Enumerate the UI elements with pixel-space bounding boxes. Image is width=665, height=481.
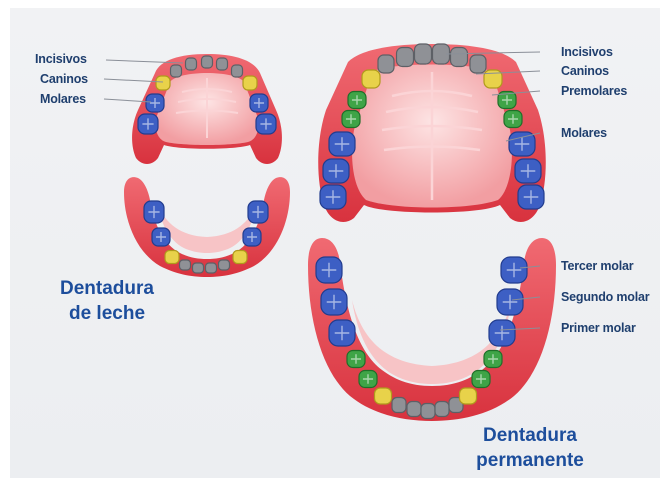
title-primary-line1: Dentadura: [42, 276, 172, 301]
permanent-lower-canine-tooth-6: [375, 388, 392, 404]
primary-lower-gum: [124, 177, 290, 277]
primary-lower-incisor-tooth-5: [193, 263, 204, 273]
primary-upper-incisor-tooth-6: [202, 56, 213, 68]
title-permanent: Dentadura permanente: [470, 423, 590, 473]
label-primer-molar: Primer molar: [561, 321, 636, 335]
title-primary: Dentadura de leche: [42, 276, 172, 326]
permanent-upper-canine-tooth-6: [362, 70, 380, 88]
permanent-lower-incisor-tooth-8: [407, 402, 421, 417]
label-primary-caninos: Caninos: [40, 72, 88, 86]
primary-lower-incisor-tooth-4: [180, 260, 191, 270]
label-permanent-incisivos: Incisivos: [561, 45, 613, 59]
label-permanent-molares: Molares: [561, 126, 607, 140]
permanent-lower-incisor-tooth-7: [392, 398, 406, 413]
primary-lower-canine-tooth-3: [165, 251, 179, 264]
permanent-lower-canine-tooth-12: [460, 388, 477, 404]
permanent-lower-incisor-tooth-9: [421, 404, 435, 419]
title-permanent-line2: permanente: [470, 448, 590, 473]
label-permanent-caninos: Caninos: [561, 64, 609, 78]
label-permanent-premolares: Premolares: [561, 84, 627, 98]
primary-upper-arch: [132, 54, 282, 164]
permanent-upper-incisor-tooth-7: [378, 55, 394, 73]
primary-upper-incisor-tooth-8: [232, 65, 243, 77]
label-segundo-molar: Segundo molar: [561, 290, 649, 304]
primary-upper-incisor-tooth-5: [186, 58, 197, 70]
primary-upper-canine-tooth-9: [243, 76, 257, 90]
primary-upper-canine-tooth-3: [156, 76, 170, 90]
permanent-lower-incisor-tooth-10: [435, 402, 449, 417]
primary-lower-canine-tooth-8: [233, 251, 247, 264]
title-permanent-line1: Dentadura: [470, 423, 590, 448]
primary-upper-incisor-tooth-4: [171, 65, 182, 77]
permanent-upper-incisor-tooth-12: [470, 55, 486, 73]
label-primary-molares: Molares: [40, 92, 86, 106]
permanent-upper-arch: [318, 44, 546, 222]
permanent-upper-incisor-tooth-11: [451, 48, 468, 67]
permanent-upper-incisor-tooth-8: [397, 48, 414, 67]
primary-lower-inner: [158, 206, 256, 253]
primary-lower-incisor-tooth-6: [206, 263, 217, 273]
permanent-upper-incisor-tooth-9: [415, 44, 432, 64]
primary-lower-incisor-tooth-7: [219, 260, 230, 270]
primary-upper-incisor-tooth-7: [217, 58, 228, 70]
primary-lower-arch: [124, 177, 290, 277]
title-primary-line2: de leche: [42, 301, 172, 326]
label-tercer-molar: Tercer molar: [561, 259, 633, 273]
label-primary-incisivos: Incisivos: [35, 52, 87, 66]
